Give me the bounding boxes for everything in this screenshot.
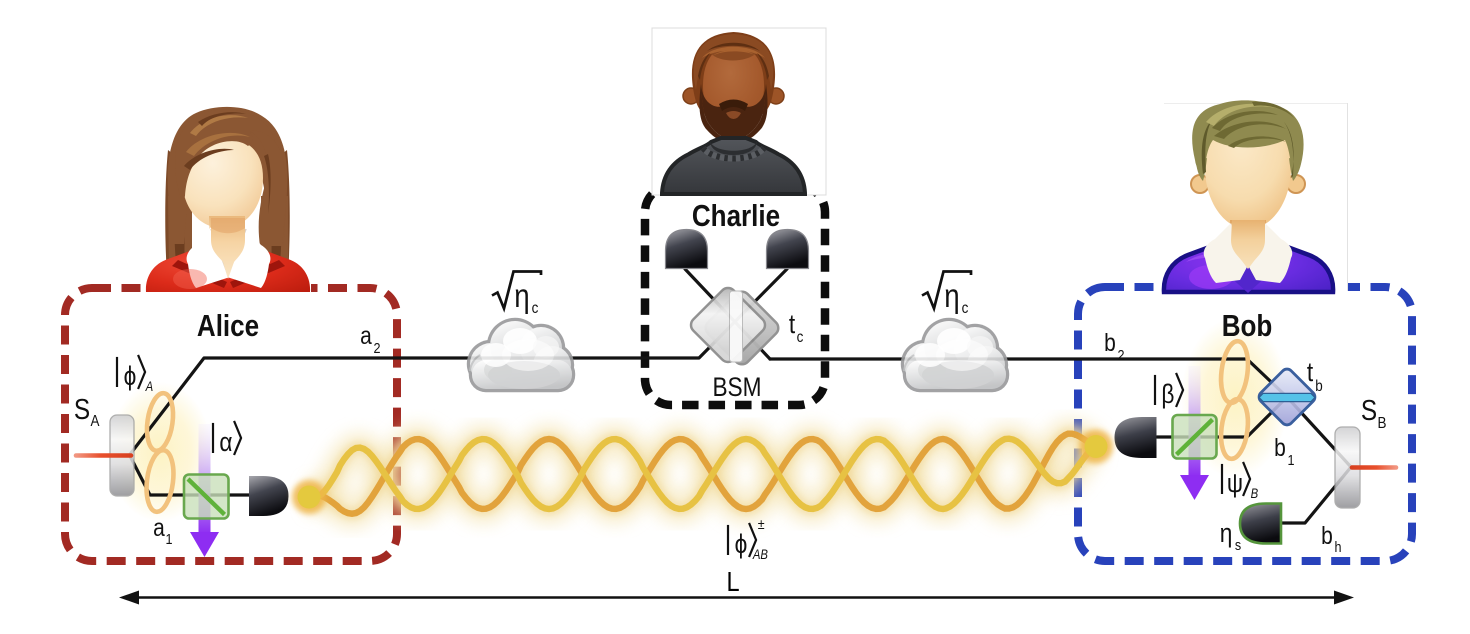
svg-text:BSM: BSM — [712, 372, 761, 402]
svg-text:η: η — [944, 278, 959, 315]
svg-text:A: A — [145, 379, 153, 394]
svg-text:β: β — [1161, 379, 1174, 409]
svg-text:α: α — [219, 427, 232, 457]
svg-text:AB: AB — [752, 547, 768, 562]
svg-text:c: c — [962, 300, 969, 317]
svg-text:η: η — [1220, 518, 1233, 548]
svg-text:±: ± — [758, 516, 765, 532]
svg-text:b: b — [1315, 378, 1322, 395]
svg-text:t: t — [1307, 357, 1313, 387]
svg-text:a: a — [360, 321, 372, 349]
svg-text:ϕ: ϕ — [124, 361, 137, 391]
svg-text:S: S — [74, 393, 90, 425]
svg-text:b: b — [1321, 521, 1333, 549]
svg-text:A: A — [91, 413, 100, 430]
svg-text:h: h — [1334, 538, 1341, 555]
svg-text:1: 1 — [165, 530, 172, 547]
svg-text:ϕ: ϕ — [735, 529, 748, 559]
svg-text:B: B — [1378, 415, 1387, 432]
svg-text:Alice: Alice — [197, 309, 259, 344]
svg-text:S: S — [1361, 394, 1377, 426]
svg-text:2: 2 — [373, 339, 380, 356]
svg-text:t: t — [789, 309, 795, 339]
svg-text:Charlie: Charlie — [692, 199, 780, 234]
svg-text:b: b — [1104, 328, 1116, 356]
svg-text:a: a — [153, 513, 165, 541]
svg-text:1: 1 — [1287, 451, 1294, 468]
svg-text:s: s — [1235, 536, 1241, 553]
svg-text:c: c — [797, 329, 804, 346]
svg-text:η: η — [514, 278, 529, 315]
svg-text:2: 2 — [1117, 346, 1124, 363]
svg-text:Bob: Bob — [1222, 309, 1273, 344]
svg-text:L: L — [726, 567, 739, 597]
svg-text:c: c — [532, 300, 539, 317]
svg-text:ψ: ψ — [1227, 468, 1243, 498]
svg-text:b: b — [1274, 433, 1286, 461]
svg-text:B: B — [1251, 486, 1259, 501]
